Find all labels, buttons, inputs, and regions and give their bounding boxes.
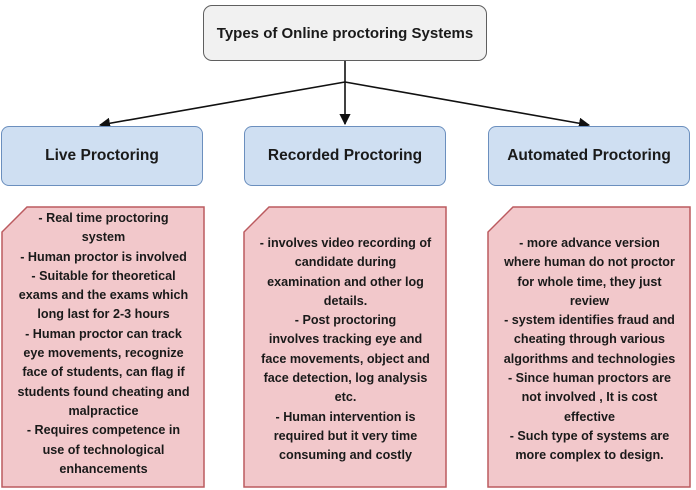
note-text: - more advance version where human do no… xyxy=(491,234,688,466)
note-line: - Human proctor is involved xyxy=(20,249,187,264)
arrow-to-automated xyxy=(344,81,591,129)
note-line: not involved , It is cost xyxy=(521,390,658,405)
note-automated-proctoring: - more advance version where human do no… xyxy=(487,206,692,488)
note-line: - more advance version xyxy=(519,236,660,250)
note-shape xyxy=(487,206,691,488)
note-line: - system identifies fraud and xyxy=(504,313,675,328)
note-line: students found cheating and xyxy=(17,384,190,399)
note-recorded-proctoring: - involves video recording of candidate … xyxy=(243,206,448,488)
note-line: details. xyxy=(323,293,368,308)
note-line: involves tracking eye and xyxy=(268,332,423,347)
note-line: - Human intervention is xyxy=(275,409,416,424)
arrow-to-live xyxy=(98,81,346,129)
note-line: - Post proctoring xyxy=(294,313,397,328)
note-text: - Real time proctoring system - Human pr… xyxy=(5,209,202,479)
note-line: candidate during xyxy=(294,255,397,270)
category-automated-proctoring: Automated Proctoring xyxy=(488,126,690,186)
note-line: system xyxy=(81,230,126,245)
note-live-proctoring: - Real time proctoring system - Human pr… xyxy=(1,206,206,488)
note-line: etc. xyxy=(334,390,357,405)
note-line: algorithms and technologies xyxy=(503,351,676,366)
note-line: - Such type of systems are xyxy=(509,428,670,443)
note-shape xyxy=(243,206,447,488)
note-shape xyxy=(1,206,205,488)
note-line: examination and other log xyxy=(267,274,424,289)
category-recorded-proctoring: Recorded Proctoring xyxy=(244,126,446,186)
note-line: - Requires competence in xyxy=(26,423,181,438)
note-line: exams and the exams which xyxy=(18,288,189,303)
note-line: required but it very time xyxy=(273,428,418,443)
root-node: Types of Online proctoring Systems xyxy=(203,5,487,61)
note-line: face movements, object and xyxy=(261,351,430,366)
note-line: enhancements xyxy=(59,461,148,476)
note-line: eye movements, recognize xyxy=(23,346,184,361)
note-line: - Human proctor can track xyxy=(25,326,182,341)
note-line: face detection, log analysis xyxy=(263,371,428,386)
note-line: effective xyxy=(563,409,616,424)
category-label: Live Proctoring xyxy=(45,147,159,164)
note-line: long last for 2-3 hours xyxy=(37,307,170,322)
note-line: malpractice xyxy=(68,403,139,418)
note-line: for whole time, they just xyxy=(517,274,662,289)
note-text: - involves video recording of candidate … xyxy=(247,234,444,466)
category-label: Recorded Proctoring xyxy=(267,147,423,164)
note-line: review xyxy=(569,293,610,308)
root-label: Types of Online proctoring Systems xyxy=(216,24,474,42)
note-line: face of students, can flag if xyxy=(22,365,185,380)
note-line: cheating through various xyxy=(513,332,666,347)
note-line: use of technological xyxy=(42,442,165,457)
note-line: - Since human proctors are xyxy=(507,371,672,386)
category-live-proctoring: Live Proctoring xyxy=(1,126,203,186)
note-line: - Real time proctoring xyxy=(38,211,169,225)
note-line: - involves video recording of xyxy=(259,236,432,250)
note-line: more complex to design. xyxy=(515,448,664,463)
note-line: consuming and costly xyxy=(279,448,412,463)
note-line: where human do not proctor xyxy=(504,255,675,270)
note-line: - Suitable for theoretical xyxy=(31,268,176,283)
category-label: Automated Proctoring xyxy=(507,147,671,164)
